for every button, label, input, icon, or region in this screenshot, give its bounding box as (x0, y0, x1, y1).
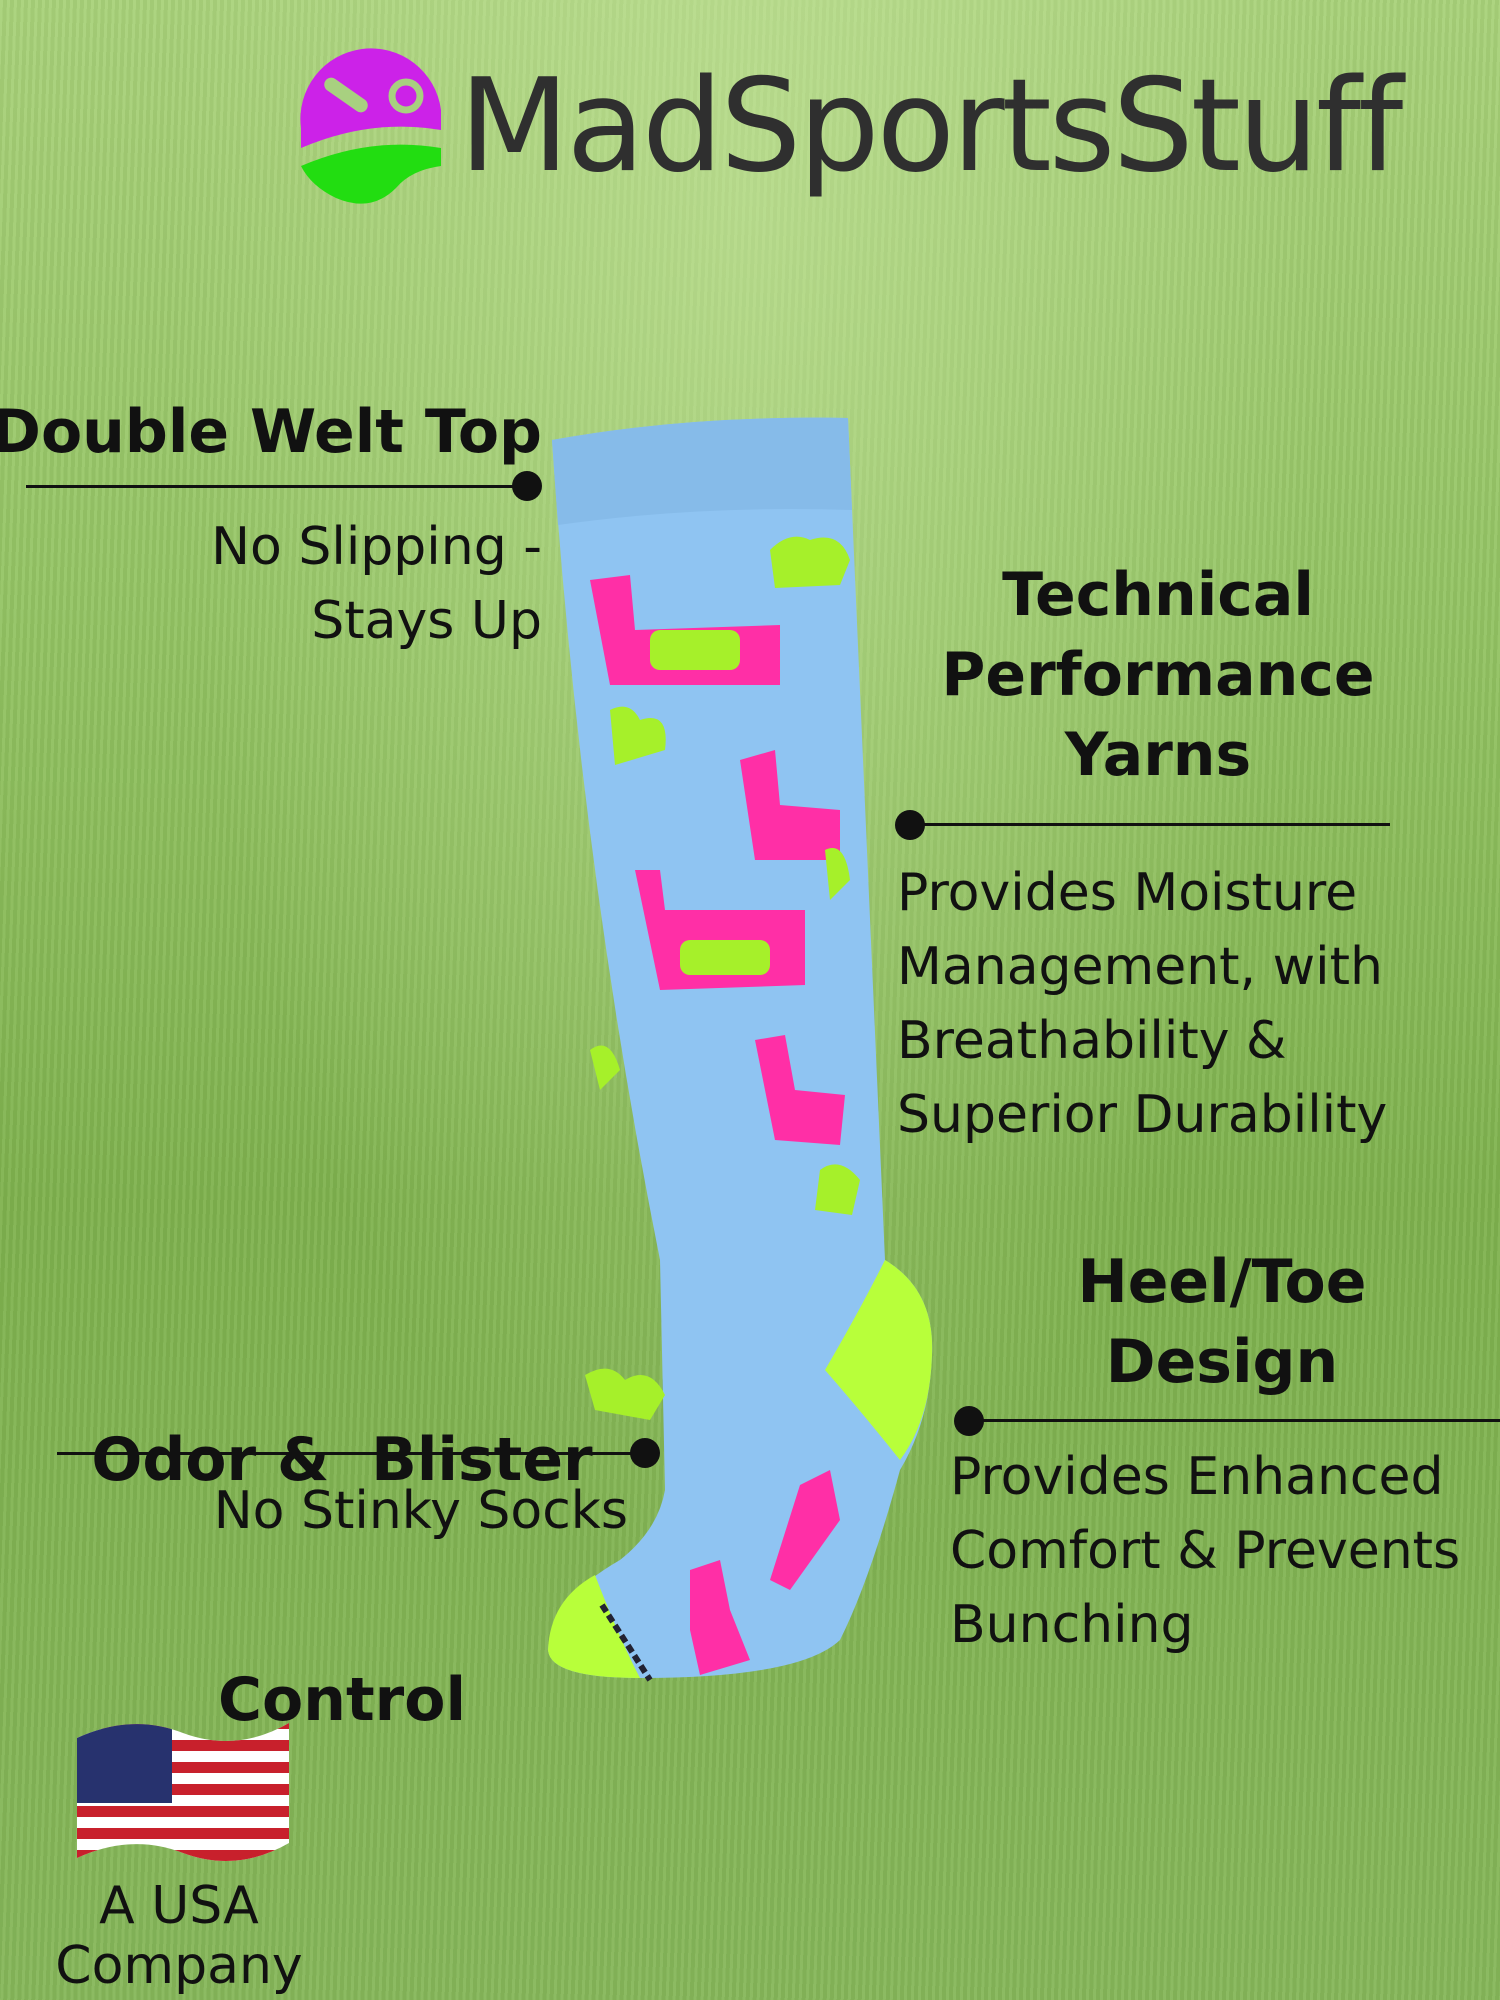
feature-desc-double-welt: No Slipping - Stays Up (211, 510, 542, 658)
usa-flag-icon (77, 1718, 289, 1870)
desc-line: Provides Moisture (897, 863, 1358, 923)
feature-title-heel-toe: Heel/Toe Design (1022, 1242, 1422, 1402)
title-line: Control (217, 1665, 467, 1735)
desc-line: Breathability & (897, 1011, 1287, 1071)
desc-line: Provides Enhanced (950, 1447, 1444, 1507)
divider-line (909, 823, 1390, 826)
title-line: Performance (941, 640, 1375, 710)
desc-line: Bunching (950, 1595, 1194, 1655)
feature-title-double-welt: Double Welt Top (0, 397, 542, 467)
desc-line: Superior Durability (897, 1085, 1388, 1145)
title-line: Odor & Blister (91, 1425, 593, 1495)
feature-title-odor-control: Odor & Blister Control (12, 1260, 672, 1820)
divider-line (26, 485, 516, 488)
desc-line: Management, with (897, 937, 1383, 997)
title-line: Heel/Toe (1077, 1247, 1367, 1317)
desc-line: Comfort & Prevents (950, 1521, 1461, 1581)
title-line: Design (1105, 1327, 1339, 1397)
usa-company-label: A USA Company (29, 1876, 329, 1996)
desc-line: No Slipping - (211, 517, 542, 577)
desc-line: Stays Up (311, 591, 542, 651)
divider-line (969, 1419, 1500, 1422)
badge-line: A USA (99, 1876, 259, 1936)
logo-icon (300, 48, 441, 204)
brand-name: MadSportsStuff (459, 52, 1403, 201)
divider-line (57, 1452, 644, 1455)
feature-desc-heel-toe: Provides Enhanced Comfort & Prevents Bun… (950, 1440, 1460, 1662)
brand-logo (291, 48, 451, 208)
title-line: Yarns (1064, 720, 1252, 790)
feature-title-technical-yarns: Technical Performance Yarns (908, 555, 1408, 795)
sock-image (540, 410, 1010, 1690)
callout-dot (512, 471, 542, 501)
badge-line: Company (55, 1936, 303, 1996)
feature-desc-odor-control: No Stinky Socks (213, 1481, 628, 1541)
feature-desc-technical-yarns: Provides Moisture Management, with Breat… (897, 856, 1387, 1152)
title-line: Technical (1002, 560, 1314, 630)
callout-dot (630, 1438, 660, 1468)
